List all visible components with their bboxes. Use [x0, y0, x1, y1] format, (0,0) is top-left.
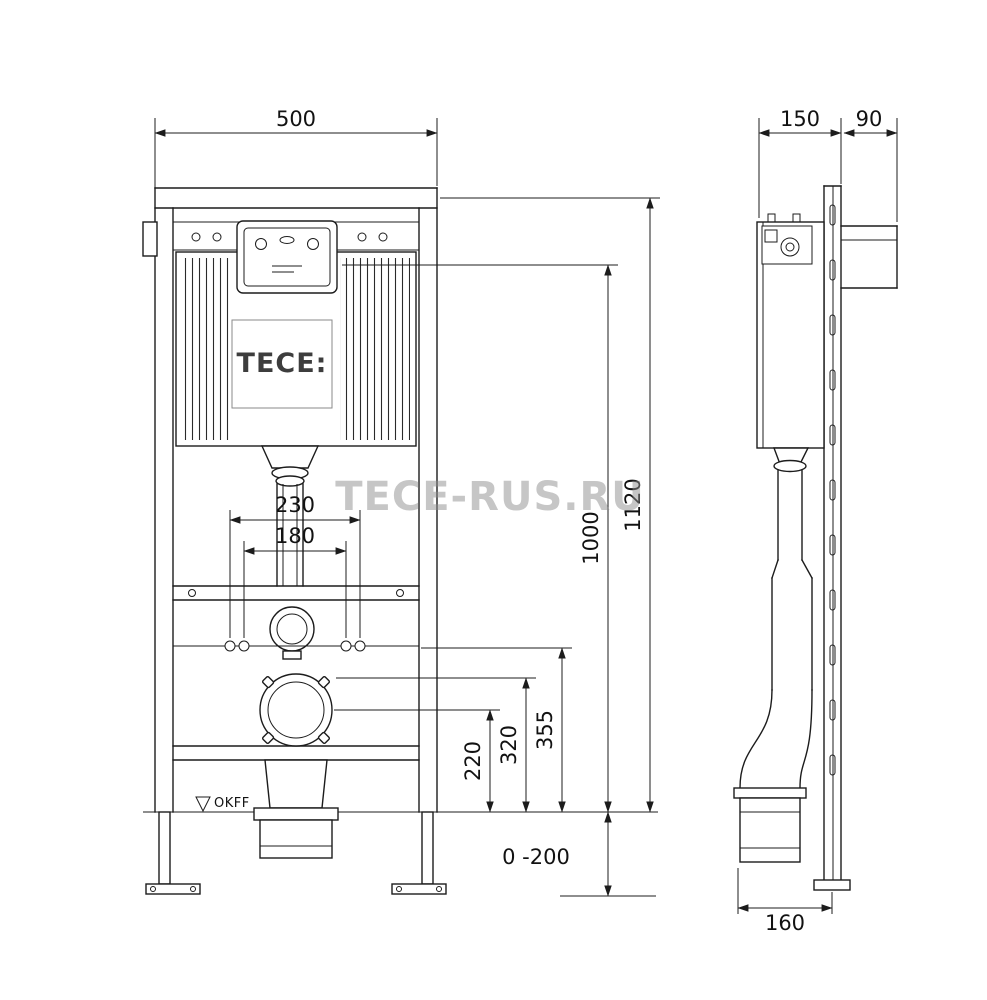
dim-1120-text: 1120 [621, 478, 645, 531]
dim-355-text: 355 [533, 710, 557, 750]
mounting-rail-side [813, 185, 851, 891]
flush-pipe-front [260, 445, 320, 587]
dimension-height-220: 220 [334, 709, 500, 813]
flush-unit-front [236, 220, 338, 294]
drain-outlet-front [253, 759, 339, 859]
foot-plate-right [391, 883, 447, 895]
dimension-depth-150: 150 [758, 107, 842, 218]
cistern-ribs-left [182, 258, 232, 440]
floor-level: OKFF [143, 796, 658, 813]
wall-bracket-side [840, 225, 898, 289]
dimension-overall-height: 1120 [440, 197, 660, 813]
fixing-hole [224, 640, 236, 652]
dim-500-text: 500 [276, 107, 316, 131]
foot-plate-left [145, 883, 201, 895]
adjustable-feet [145, 811, 447, 895]
side-bracket-tab [142, 221, 158, 257]
dimension-height-1000: 1000 [342, 264, 618, 813]
drain-elbow [739, 689, 773, 789]
tece-logo-label: TECE: [231, 319, 333, 409]
rail-foot-plate [813, 879, 851, 891]
cistern-side [756, 213, 825, 449]
foot-right [421, 811, 434, 885]
front-view: TECE: [142, 107, 660, 897]
dim-320-text: 320 [497, 725, 521, 765]
level-marker-icon [195, 796, 211, 813]
dimension-outlet-160: 160 [737, 868, 833, 935]
water-supply-connection [269, 606, 315, 660]
dim-150-text: 150 [780, 107, 820, 131]
fixing-row [173, 640, 419, 652]
cistern-ribs-right [340, 258, 410, 440]
fixing-hole [340, 640, 352, 652]
dim-90-text: 90 [856, 107, 883, 131]
dimension-height-320: 320 [336, 677, 536, 813]
side-view: 150 90 160 [733, 107, 898, 935]
floor-level-label: OKFF [214, 796, 250, 811]
tece-logo-text: TECE: [237, 348, 328, 379]
dim-230-text: 230 [275, 493, 315, 517]
dimension-foot-range: 0 -200 [502, 811, 656, 897]
fixing-hole [238, 640, 250, 652]
watermark-text: TECE-RUS.RU [335, 474, 644, 520]
drain-connection-front [259, 673, 333, 747]
dimension-overall-width: 500 [154, 107, 438, 215]
outlet-socket-side [739, 797, 801, 863]
fixing-hole [354, 640, 366, 652]
dim-180-text: 180 [275, 524, 315, 548]
flush-unit-side [761, 225, 813, 265]
dim-0-200-text: 0 -200 [502, 845, 570, 869]
mounting-frame-front [142, 187, 438, 813]
dim-160-text: 160 [765, 911, 805, 935]
dim-1000-text: 1000 [579, 511, 603, 564]
dimension-height-355: 355 [421, 647, 572, 813]
drain-pipe-side [733, 447, 813, 863]
watermark: TECE-RUS.RU [335, 474, 644, 520]
dimension-bracket-90: 90 [843, 107, 898, 222]
dim-220-text: 220 [461, 741, 485, 781]
dimension-fixing-outer: 230 [229, 493, 361, 638]
dimension-fixing-inner: 180 [243, 524, 347, 638]
foot-left [158, 811, 171, 885]
